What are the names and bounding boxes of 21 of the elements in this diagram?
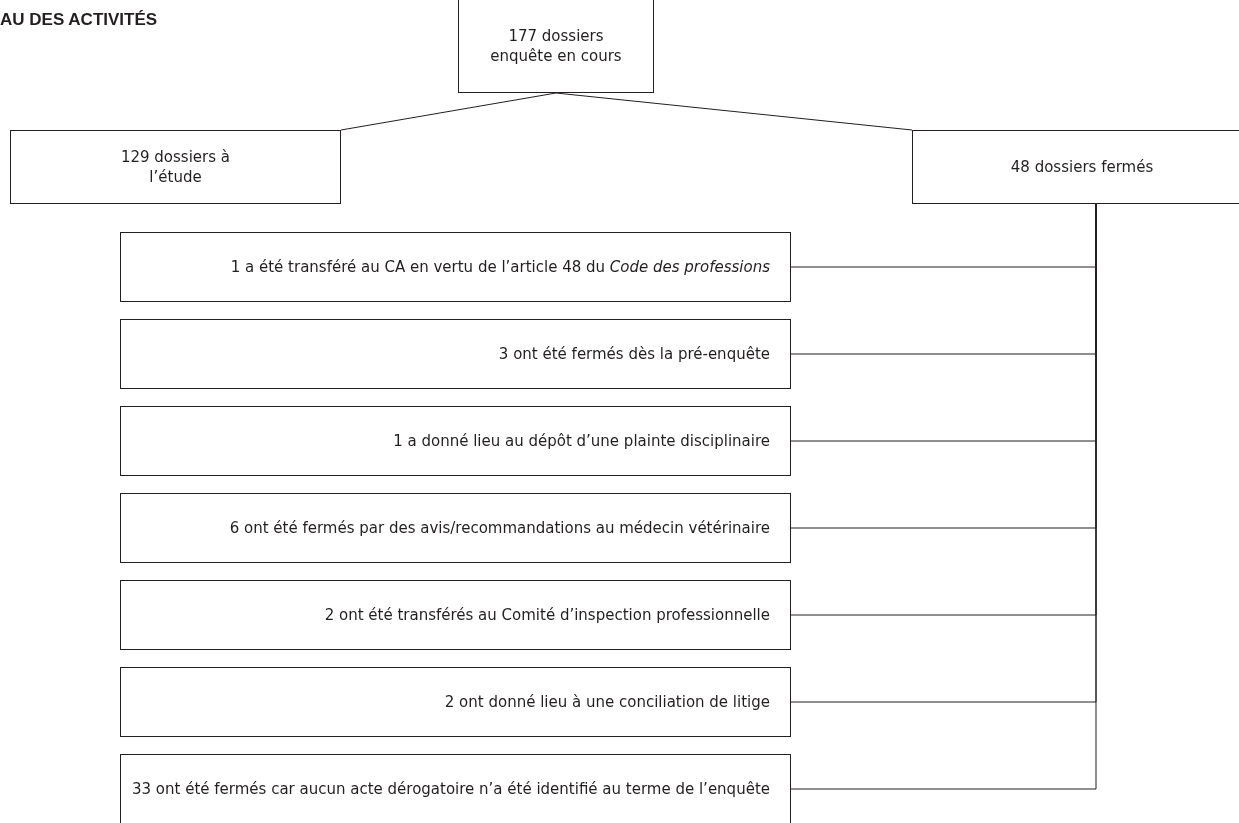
box-text: 129 dossiers à l’étude [119,146,232,188]
text-box [120,493,791,563]
text-box [120,667,791,737]
box-text: 48 dossiers fermés [1010,156,1154,178]
text-box [120,232,791,302]
text-box [120,754,791,823]
box-text: 33 ont été fermés car aucun acte dérogatoire n’a été identifié au terme de l’enquête [132,778,770,800]
box-text: 3 ont été fermés dès la pré-enquête [498,343,770,365]
title: AU DES ACTIVITÉS [0,10,158,30]
text-box [120,319,791,389]
box-text: 177 dossiers enquête en cours [489,25,623,67]
box-text: 1 a donné lieu au dépôt d’une plainte disciplinaire [393,430,770,452]
text-box [458,0,654,93]
box-text: 2 ont donné lieu à une conciliation de litige [444,691,770,713]
text-box [120,406,791,476]
text-box [10,130,341,204]
text-box [120,580,791,650]
box-text: 6 ont été fermés par des avis/recommandations au médecin vétérinaire [229,517,770,539]
text-box [912,130,1239,204]
box-text: 2 ont été transférés au Comité d’inspection professionnelle [324,604,770,626]
box-text: 1 a été transféré au CA en vertu de l’article 48 du Code des professions [230,256,770,278]
